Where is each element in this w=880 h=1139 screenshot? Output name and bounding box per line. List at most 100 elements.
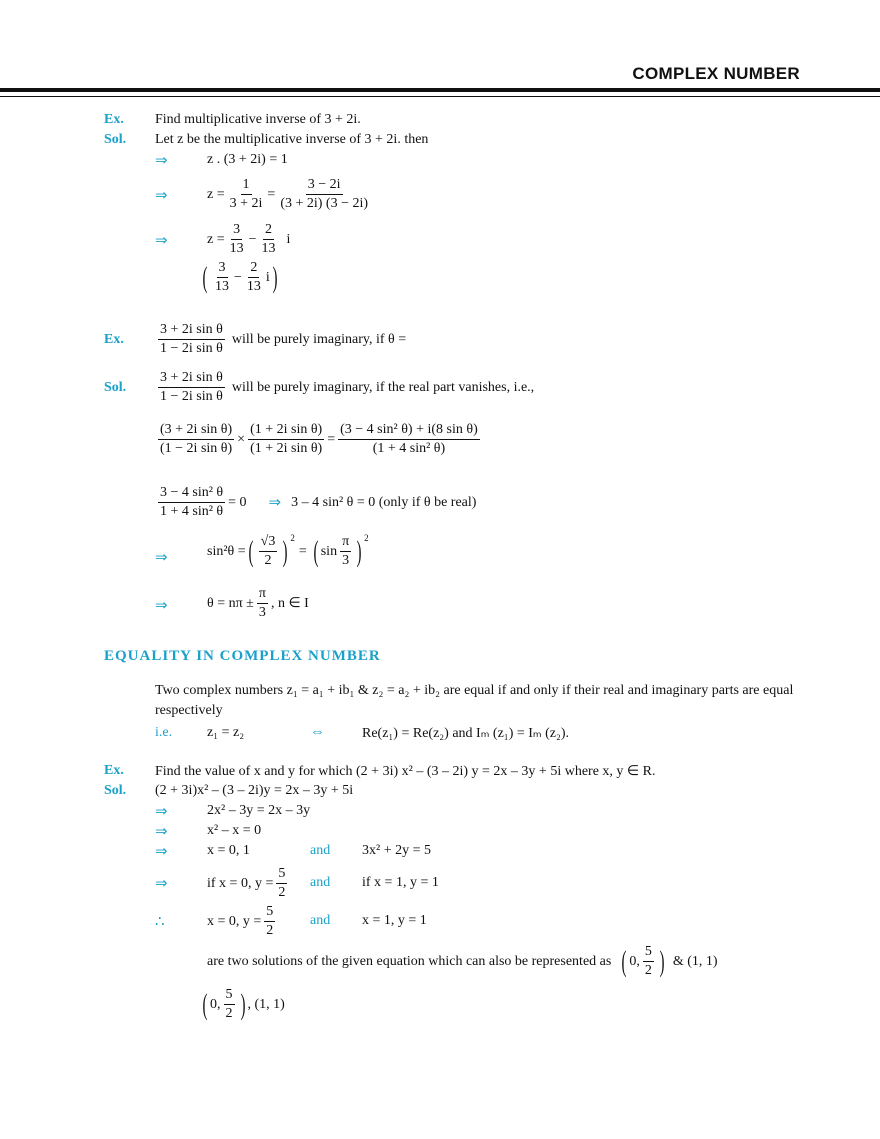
implies-arrow-icon: ⇒ <box>155 824 168 840</box>
numerator: 3 + 2i sin θ <box>158 321 225 340</box>
text: & (1, 1) <box>672 953 718 969</box>
therefore-icon: ∴ <box>155 914 165 930</box>
close-paren: ) <box>272 260 278 294</box>
numerator: 1 <box>240 176 252 195</box>
open-paren: ( <box>202 260 208 294</box>
numerator: (3 − 4 sin² θ) + i(8 sin θ) <box>338 421 480 440</box>
page-header-title: COMPLEX NUMBER <box>632 64 800 83</box>
close-paren: ) <box>356 534 362 568</box>
paragraph: respectively <box>155 703 223 718</box>
text: sin <box>320 543 338 559</box>
open-paren: ( <box>202 987 208 1021</box>
solution-label: Sol. <box>104 132 127 147</box>
text: 0, <box>629 953 640 969</box>
denominator: 3 + 2i <box>229 196 263 211</box>
text: , (1, 1) <box>247 996 285 1012</box>
denominator: (3 + 2i) (3 − 2i) <box>280 196 369 211</box>
numerator: 5 <box>264 903 276 922</box>
equation: 2x² – 3y = 2x – 3y <box>207 803 311 818</box>
numerator: √3 <box>258 533 278 552</box>
text: z = <box>207 231 225 247</box>
numerator: 2 <box>263 221 275 240</box>
text: sin²θ = <box>207 543 246 559</box>
equation: z₁ = z₂ <box>207 725 245 740</box>
text: will be purely imaginary, if the real pa… <box>231 379 535 395</box>
equation: are two solutions of the given equation … <box>207 943 718 980</box>
solution-label: Sol. <box>104 380 127 395</box>
numerator: 3 − 2i <box>305 176 343 195</box>
denominator: 2 <box>644 963 652 978</box>
text: 0, <box>210 996 221 1012</box>
text: will be purely imaginary, if θ = <box>231 331 407 347</box>
numerator: 3 − 4 sin² θ <box>158 484 226 503</box>
numerator: 3 <box>231 221 243 240</box>
denominator: 2 <box>266 923 274 938</box>
implies-arrow-icon: ⇒ <box>155 188 168 204</box>
numerator: 5 <box>276 865 288 884</box>
denominator: 2 <box>278 885 286 900</box>
text: x = 0, y = <box>207 913 262 929</box>
numerator: (3 + 2i sin θ) <box>158 421 235 440</box>
text: = 0 <box>228 494 247 510</box>
numerator: (1 + 2i sin θ) <box>248 421 325 440</box>
numerator: 3 + 2i sin θ <box>158 369 225 388</box>
text: if x = 0, y = <box>207 875 274 891</box>
denominator: 1 + 4 sin² θ <box>160 504 224 519</box>
numerator: π <box>340 533 352 552</box>
implies-arrow-icon: ⇒ <box>155 598 168 614</box>
denominator: 2 <box>225 1006 233 1021</box>
and-label: and <box>310 875 331 890</box>
text: × <box>237 431 246 447</box>
denominator: (1 + 2i sin θ) <box>250 441 323 456</box>
text: i <box>265 269 270 285</box>
numerator: 5 <box>642 943 654 962</box>
equation: (3 + 2i sin θ)(1 − 2i sin θ) × (1 + 2i s… <box>155 421 483 458</box>
implies-arrow-icon: ⇒ <box>155 550 168 566</box>
text: 3 – 4 sin² θ = 0 (only if θ be real) <box>291 494 477 510</box>
example-question: Find multiplicative inverse of 3 + 2i. <box>155 112 361 127</box>
fraction: (3 − 4 sin² θ) + i(8 sin θ)(1 + 4 sin² θ… <box>338 421 480 458</box>
numerator: 3 <box>216 259 228 278</box>
implies-arrow-icon: ⇒ <box>155 804 168 820</box>
open-paren: ( <box>621 944 627 978</box>
text: z = <box>207 186 225 202</box>
implies-arrow-icon: ⇒ <box>155 876 168 892</box>
and-label: and <box>310 913 331 928</box>
close-paren: ) <box>240 987 245 1021</box>
equation: 3x² + 2y = 5 <box>362 843 431 858</box>
denominator: 13 <box>246 279 261 294</box>
text: − <box>234 269 242 285</box>
denominator: (1 + 4 sin² θ) <box>372 441 446 456</box>
and-label: and <box>310 843 331 858</box>
fraction: (3 + 2i sin θ)(1 − 2i sin θ) <box>158 421 235 458</box>
iff-arrow-icon: ⇔ <box>310 724 325 740</box>
numerator: 2 <box>248 259 260 278</box>
header-rule-thin <box>0 96 880 97</box>
text: = <box>298 543 307 559</box>
close-paren: ) <box>282 534 288 568</box>
denominator: 2 <box>264 553 272 568</box>
example-question: Find the value of x and y for which (2 +… <box>155 764 656 779</box>
text: = <box>267 186 276 202</box>
equation: z . (3 + 2i) = 1 <box>207 152 288 167</box>
paragraph: Two complex numbers z₁ = a₁ + ib₁ & z₂ =… <box>155 683 794 698</box>
text: − <box>248 231 257 247</box>
fraction: (1 + 2i sin θ)(1 + 2i sin θ) <box>248 421 325 458</box>
